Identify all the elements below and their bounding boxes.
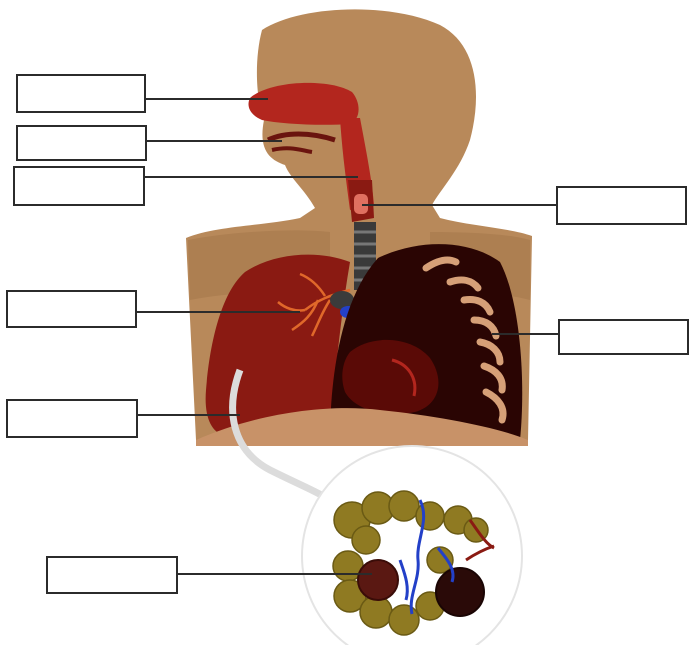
label-box-1[interactable] [16, 74, 146, 113]
label-box-7[interactable] [6, 399, 138, 438]
label-box-8[interactable] [46, 556, 178, 594]
label-box-2[interactable] [16, 125, 147, 161]
alveolus-dark [436, 568, 484, 616]
label-box-3[interactable] [13, 166, 145, 206]
alveolus-cut [358, 560, 398, 600]
label-box-5[interactable] [6, 290, 137, 328]
alveoli-inset [302, 446, 522, 645]
label-box-4[interactable] [556, 186, 687, 225]
label-box-6[interactable] [558, 319, 689, 355]
